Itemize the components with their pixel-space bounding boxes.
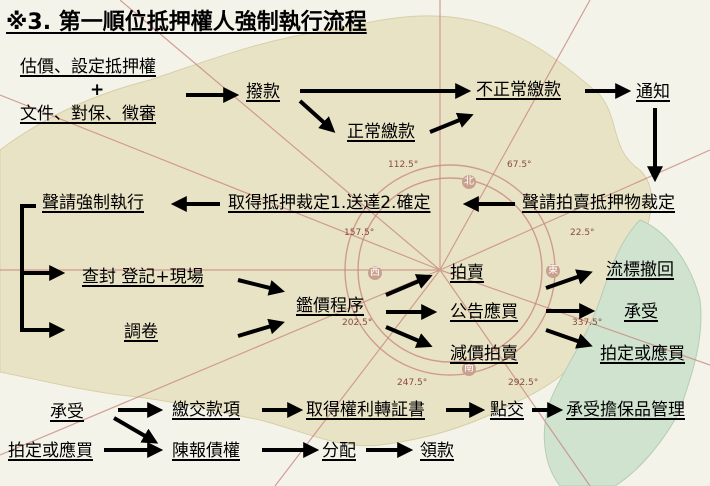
arrow — [298, 99, 336, 133]
degree-label: 22.5° — [570, 228, 595, 238]
taiwan-shape — [543, 219, 702, 486]
degree-label: 247.5° — [397, 378, 428, 388]
page-title: ※3. 第一順位抵押權人強制執行流程 — [6, 10, 367, 35]
arrow — [237, 318, 285, 338]
node-assume-bottom: 承受 — [50, 402, 84, 422]
degree-label: 112.5° — [388, 160, 419, 170]
arrow — [545, 269, 593, 290]
node-abnormal-pay: 不正常繳款 — [476, 80, 561, 100]
node-normal-pay: 正常繳款 — [347, 122, 415, 142]
node-valuation: 估價、設定抵押權 — [20, 57, 156, 77]
node-collect: 領款 — [420, 441, 454, 461]
node-obtain-ruling: 取得抵押裁定1.送達2.確定 — [228, 193, 431, 213]
compass-west-label: 西 — [368, 266, 382, 280]
arrow — [385, 325, 433, 348]
bracket-connector — [20, 204, 66, 338]
node-reduced-auction: 減價拍賣 — [450, 344, 518, 364]
node-auction: 拍賣 — [450, 263, 484, 283]
node-docs: 文件、對保、徵審 — [20, 104, 156, 124]
node-apply-auction-ruling: 聲請拍賣抵押物裁定 — [522, 193, 675, 213]
node-rights-cert: 取得權利轉証書 — [306, 400, 425, 420]
node-disburse: 撥款 — [246, 82, 280, 102]
degree-label: 202.5° — [342, 318, 373, 328]
node-notify: 通知 — [636, 82, 670, 102]
node-set-price-buy-bottom: 拍定或應買 — [8, 441, 93, 461]
node-pay-price: 繳交款項 — [172, 400, 240, 420]
node-public-sale: 公告應買 — [450, 302, 518, 322]
compass-north-label: 北 — [462, 175, 476, 189]
node-manage-collateral: 承受擔保品管理 — [566, 400, 685, 420]
degree-label: 157.5° — [344, 228, 375, 238]
node-report-claim: 陳報債權 — [172, 441, 240, 461]
node-transfer-file: 調卷 — [124, 322, 158, 342]
compass-east-label: 東 — [546, 264, 560, 278]
node-set-price-buy: 拍定或應買 — [600, 344, 685, 364]
arrow — [429, 112, 474, 134]
arrow — [237, 278, 285, 296]
node-assume: 承受 — [624, 302, 658, 322]
node-withdraw: 流標撤回 — [606, 260, 674, 280]
degree-label: 292.5° — [508, 378, 539, 388]
arrow — [112, 416, 159, 444]
node-distribute: 分配 — [322, 441, 356, 461]
compass-south-label: 南 — [462, 362, 476, 376]
node-apply-enforcement: 聲請強制執行 — [42, 193, 144, 213]
node-handover: 點交 — [490, 400, 524, 420]
arrow — [545, 328, 593, 349]
node-appraisal: 鑑價程序 — [296, 296, 364, 316]
degree-label: 67.5° — [507, 160, 532, 170]
node-seal-register: 查封 登記+現場 — [82, 267, 204, 287]
node-plus: + — [90, 80, 105, 100]
arrow — [385, 274, 433, 297]
degree-label: 337.5° — [572, 318, 603, 328]
